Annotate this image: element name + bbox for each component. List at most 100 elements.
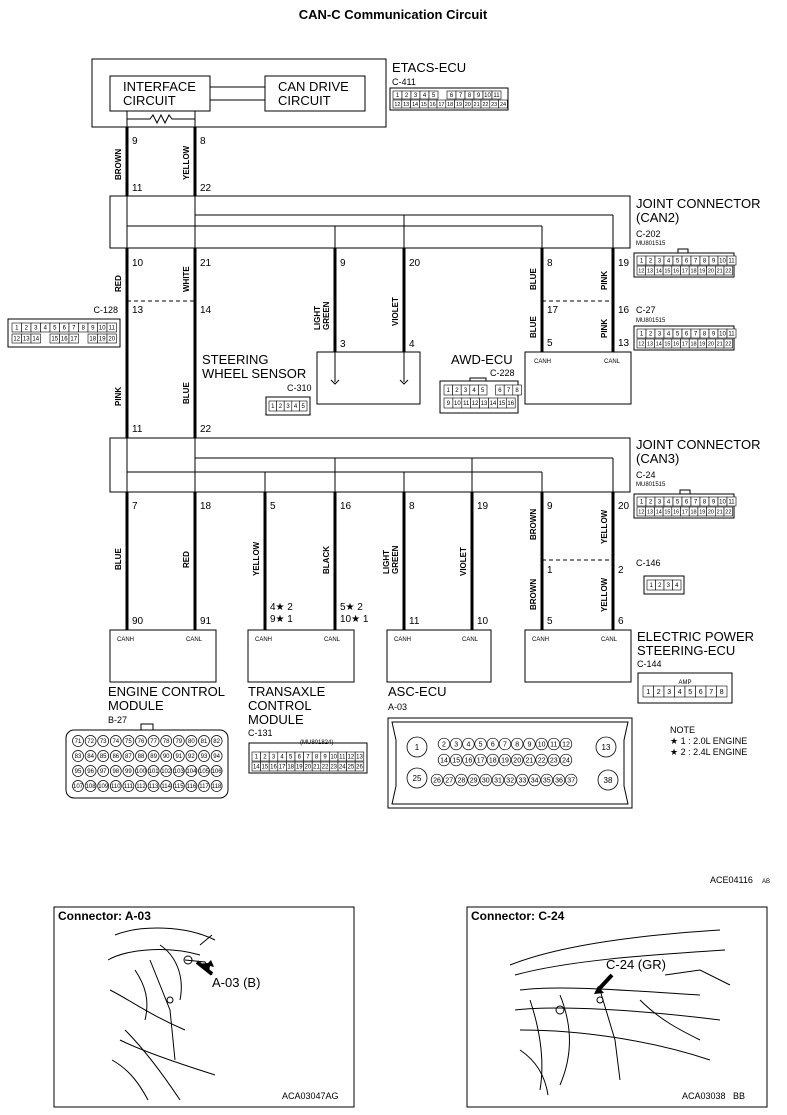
svg-text:WHITE: WHITE (182, 266, 191, 292)
svg-text:11: 11 (132, 183, 143, 194)
connector-pin-cell (597, 769, 619, 791)
connector-pin-number: 116 (187, 784, 197, 790)
connector-pin-cell (97, 765, 110, 777)
svg-text:CANL: CANL (324, 637, 341, 643)
connector-pin-number: 9 (712, 259, 716, 265)
connector-pin-number: 10 (719, 500, 726, 506)
connector-pin-cell (122, 750, 135, 762)
connector-pin-cell (540, 773, 553, 787)
connector-pin-number: 13 (23, 337, 30, 343)
svg-text:7: 7 (132, 501, 138, 512)
svg-text:(CAN3): (CAN3) (636, 451, 679, 466)
svg-text:MU801515: MU801515 (636, 318, 666, 324)
asc-ecu-label: ASC-ECU (388, 684, 447, 699)
locator-a03: Connector: A-03 A-03 (B) ACA03047AG (53, 906, 355, 1108)
connector-pin-number: 5 (53, 326, 57, 332)
connector-pin-number: 109 (98, 784, 109, 790)
connector-pin-cell (595, 736, 617, 758)
connector-pin-cell (486, 737, 499, 751)
wires-jc2: 10 21 9 20 8 19 RED WHITE LIGHT GREEN VI… (93, 248, 666, 438)
connector-pin-number: 108 (86, 784, 97, 790)
connector-pin-number: 88 (138, 754, 145, 760)
connector-pin-cell (486, 753, 499, 767)
connector-pin-number: 16 (673, 509, 679, 515)
connector-pin-number: 31 (494, 777, 502, 784)
svg-text:YELLOW: YELLOW (600, 509, 609, 544)
svg-text:BLUE: BLUE (114, 548, 123, 570)
connector-pin-number: 9 (712, 332, 716, 338)
connector-pin-number: 21 (717, 268, 723, 274)
connector-pin-cell (474, 737, 487, 751)
svg-text:GREEN: GREEN (322, 301, 331, 330)
connector-pin-cell (516, 773, 529, 787)
connector-pin-cell (523, 753, 536, 767)
connector-pin-number: 8 (720, 689, 724, 696)
connector-pin-number: 30 (482, 777, 490, 784)
connector-pin-cell (559, 737, 573, 751)
connector-pin-number: 6 (699, 689, 703, 696)
connector-pin-number: 105 (199, 769, 210, 775)
connector-pin-number: 4 (678, 689, 682, 696)
connector-pin-number: 4 (294, 404, 298, 410)
connector-pin-cell (716, 685, 728, 698)
connector-pin-cell (565, 773, 578, 787)
svg-text:YELLOW: YELLOW (252, 541, 261, 576)
connector-pin-number: 99 (125, 769, 132, 775)
connector-pin-cell (160, 765, 173, 777)
eps-ecu: CANH CANL ELECTRIC POWER STEERING-ECU C-… (524, 629, 754, 683)
svg-text:CANL: CANL (462, 637, 479, 643)
connector-pin-number: 95 (75, 769, 82, 775)
connector-pin-number: 3 (658, 500, 662, 506)
connector-pin-number: 16 (673, 341, 679, 347)
connector-pin-number: 4 (675, 583, 679, 589)
connector-pin-number: 71 (75, 739, 82, 745)
jc-can2-label: JOINT CONNECTOR (636, 196, 760, 211)
connector-pin-number: 17 (682, 268, 688, 274)
connector-pin-number: 17 (682, 341, 688, 347)
connector-pin-number: 19 (99, 337, 106, 343)
connector-pin-number: 22 (538, 757, 546, 764)
connector-pin-number: 22 (725, 509, 731, 515)
svg-text:PINK: PINK (114, 387, 123, 406)
connector-pin-number: 80 (188, 739, 195, 745)
connector-pin-number: 23 (491, 102, 497, 108)
connector-pin-cell (84, 735, 97, 747)
connector-pin-cell (172, 735, 185, 747)
connector-pin-number: 29 (470, 777, 478, 784)
connector-pin-number: 15 (664, 268, 670, 274)
svg-text:20: 20 (409, 258, 421, 269)
svg-text:18: 18 (200, 501, 212, 512)
connector-pin-number: 3 (34, 326, 38, 332)
connector-pin-number: 11 (550, 741, 557, 748)
connector-pin-number: 6 (685, 332, 689, 338)
connector-pin-number: 8 (703, 259, 707, 265)
connector-pin-number: 21 (474, 102, 480, 108)
connector-pin-number: 4 (667, 500, 671, 506)
connector-pin-number: 1 (646, 689, 650, 696)
connector-pin-number: 4 (472, 388, 476, 394)
connector-pin-number: 32 (506, 777, 514, 784)
svg-text:CANL: CANL (186, 637, 203, 643)
connector-pin-number: 15 (499, 401, 506, 407)
connector-pin-number: 81 (201, 739, 208, 745)
svg-text:BLUE: BLUE (182, 382, 191, 404)
connector-pin-number: 3 (658, 332, 662, 338)
connector-pin-number: 12 (472, 401, 479, 407)
connector-pin-number: 14 (440, 757, 448, 764)
connector-pin-number: 7 (503, 741, 507, 748)
connector-pin-cell (498, 753, 512, 767)
svg-text:CANH: CANH (255, 637, 272, 643)
connector-pin-cell (504, 773, 517, 787)
connector-pin-cell (198, 735, 210, 747)
svg-text:BLACK: BLACK (322, 546, 331, 574)
connector-pin-cell (147, 765, 160, 777)
connector-pin-cell (443, 773, 456, 787)
connector-pin-number: 17 (682, 509, 688, 515)
connector-pin-cell (84, 765, 97, 777)
connector-pin-number: 11 (339, 755, 346, 761)
figure-code: ACE04116 (710, 875, 753, 885)
connector-pin-cell (210, 735, 223, 747)
